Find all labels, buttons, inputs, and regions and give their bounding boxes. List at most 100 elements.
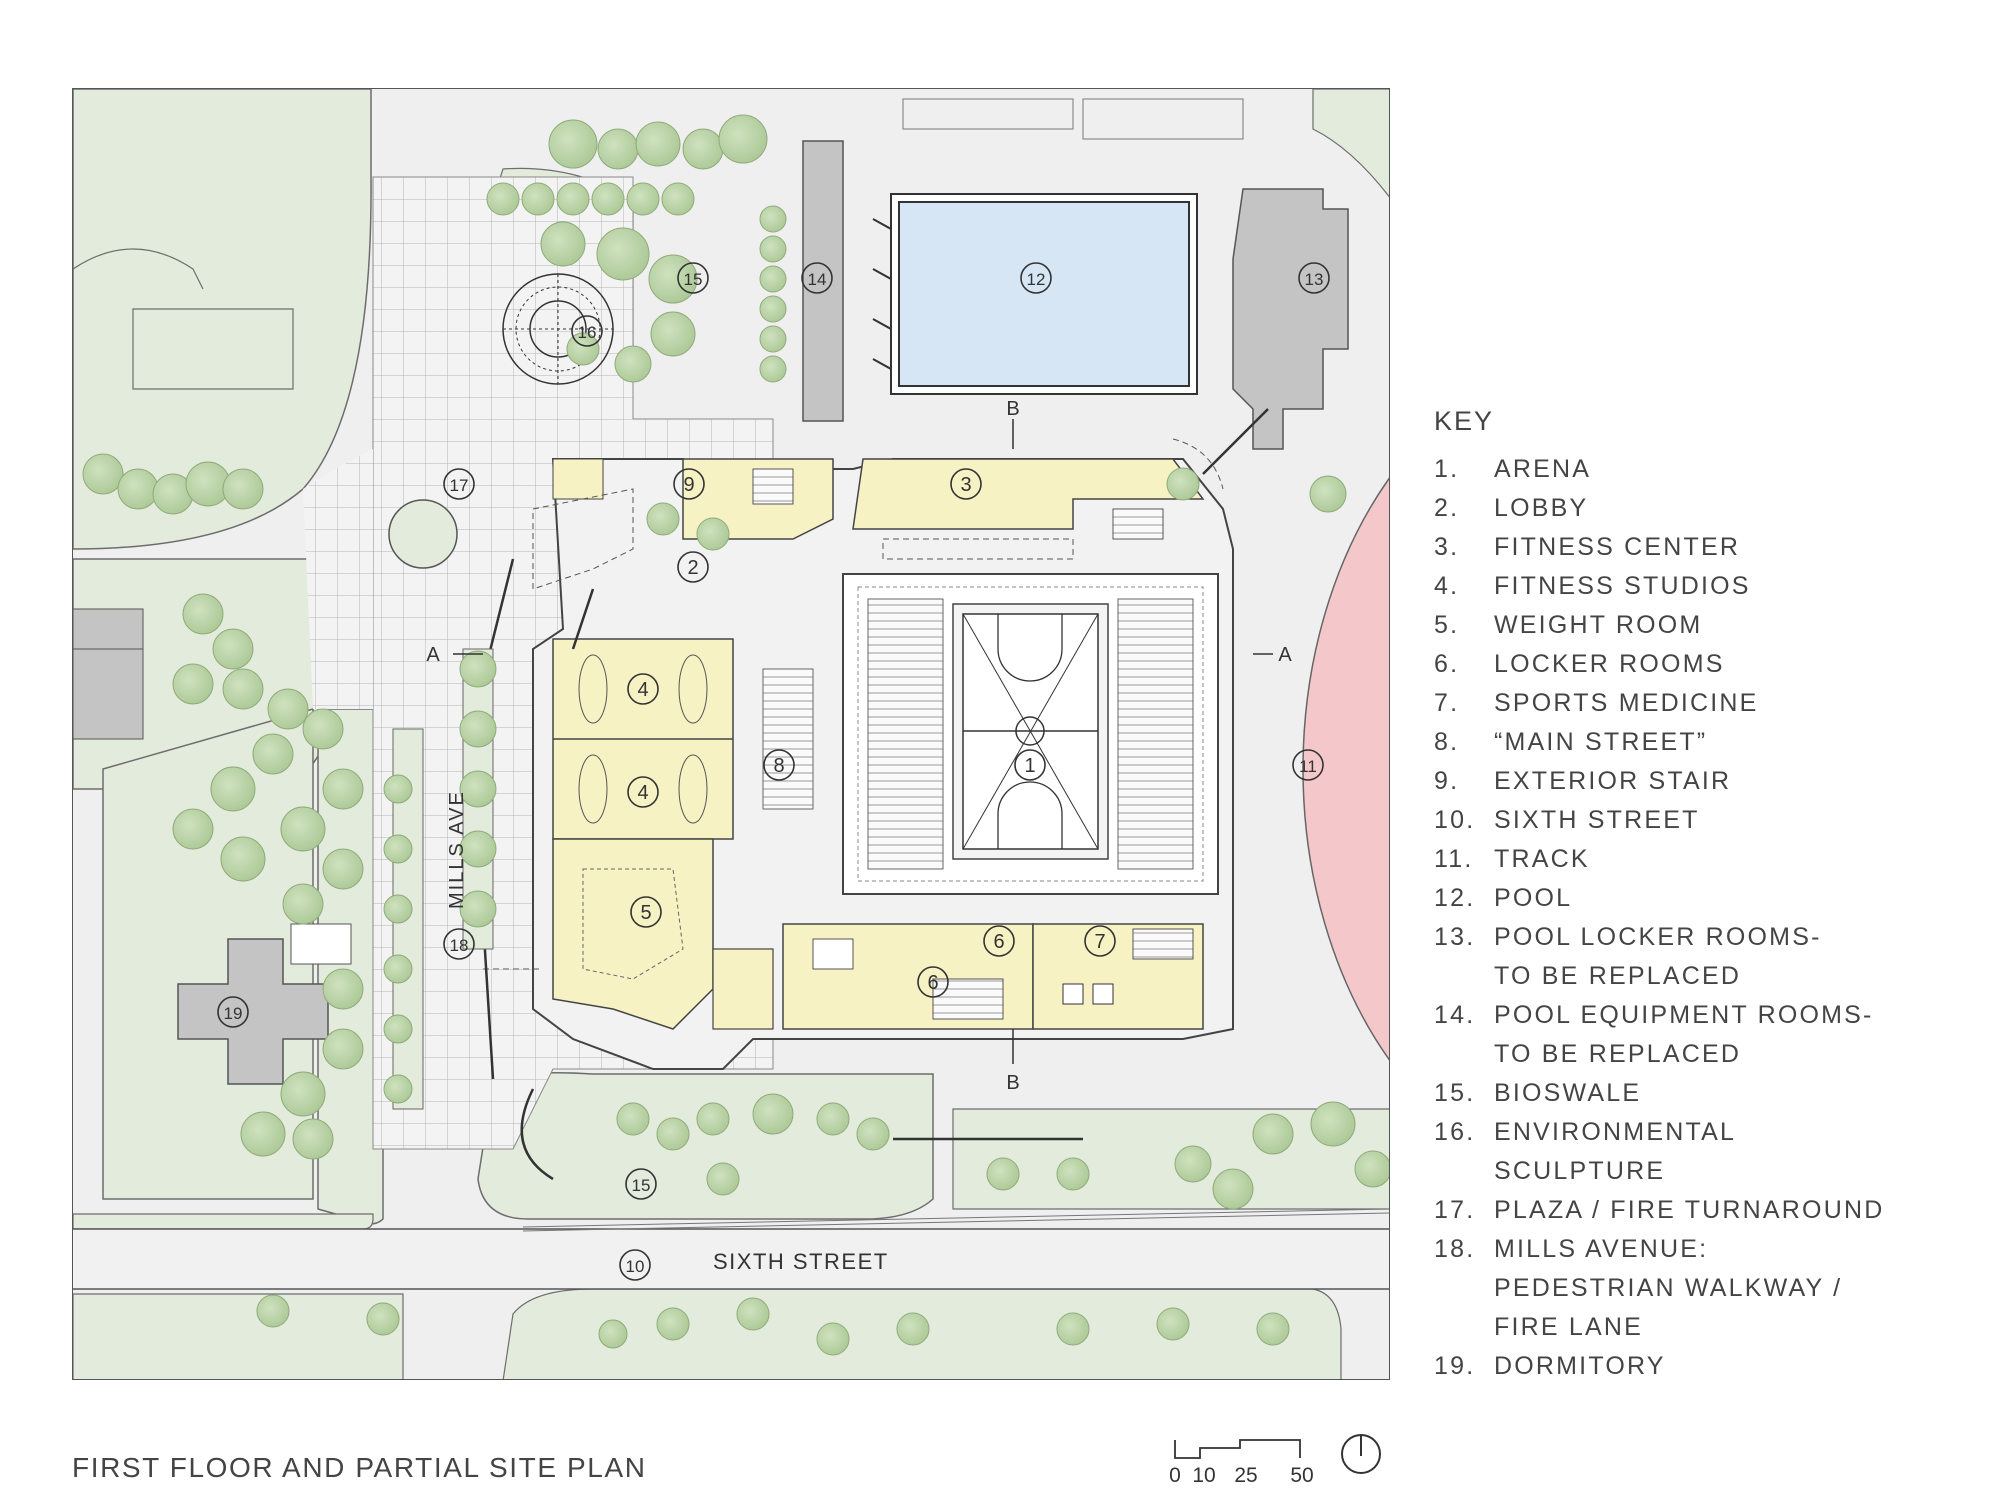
key-item: 6.LOCKER ROOMS <box>1434 645 1884 684</box>
plan-marker-number: 14 <box>808 270 827 289</box>
plan-marker-11: 11 <box>1292 749 1324 781</box>
key-item-number: 8. <box>1434 728 1460 756</box>
key-item: 15. BIOSWALE <box>1434 1074 1884 1113</box>
key-item: 9.EXTERIOR STAIR <box>1434 762 1884 801</box>
plan-marker-14: 14 <box>801 262 833 294</box>
plan-marker-number: 13 <box>1305 270 1324 289</box>
pool <box>872 193 1198 395</box>
plan-marker-15: 15 <box>677 262 709 294</box>
plan-marker-4: 4 <box>627 776 659 808</box>
plan-marker-number: 12 <box>1027 270 1046 289</box>
key-item: 10. SIXTH STREET <box>1434 801 1884 840</box>
plan-marker-circle <box>763 749 795 781</box>
key-item-number: 10. <box>1434 806 1476 834</box>
key-item: 16. ENVIRONMENTAL SCULPTURE <box>1434 1113 1884 1191</box>
plan-marker-number: 19 <box>224 1004 243 1023</box>
key-item-label: FITNESS CENTER <box>1494 533 1741 561</box>
plan-marker-circle <box>625 1168 657 1200</box>
plan-marker-18: 18 <box>443 928 475 960</box>
plan-marker-circle <box>443 928 475 960</box>
track <box>1302 477 1389 1061</box>
plan-marker-number: 2 <box>687 557 698 579</box>
key-item: 3. FITNESS CENTER <box>1434 528 1884 567</box>
key-item-label: LOBBY <box>1494 494 1589 522</box>
plan-marker-circle <box>983 925 1015 957</box>
key-item: 17. PLAZA / FIRE TURNAROUND <box>1434 1191 1884 1230</box>
key-item: 18. MILLS AVENUE: PEDESTRIAN WALKWAY / FI… <box>1434 1230 1884 1347</box>
plan-marker-circle <box>217 996 249 1028</box>
section-a-right-label: A <box>1278 644 1292 666</box>
plan-marker-circle <box>619 1249 651 1281</box>
site-lines <box>481 408 1269 1181</box>
key-item: 1. ARENA <box>1434 450 1884 489</box>
key-item-label: ARENA <box>1494 455 1592 483</box>
key-item-label: FITNESS STUDIOS <box>1494 572 1751 600</box>
plan-marker-number: 4 <box>637 679 648 701</box>
plan-marker-6: 6 <box>983 925 1015 957</box>
key-item: 19.DORMITORY <box>1434 1347 1884 1386</box>
key-item-label: BIOSWALE <box>1494 1079 1642 1107</box>
key-item-number: 17. <box>1434 1196 1476 1224</box>
key-item-label: WEIGHT ROOM <box>1494 611 1703 639</box>
plan-marker-9: 9 <box>673 468 705 500</box>
plan-marker-circle <box>677 262 709 294</box>
key-item-number: 19. <box>1434 1352 1476 1380</box>
plan-marker-16: 16 <box>571 315 603 347</box>
plan-marker-7: 7 <box>1084 925 1116 957</box>
key-item-label: MILLS AVENUE: PEDESTRIAN WALKWAY / FIRE … <box>1494 1235 1843 1341</box>
key-item: 8. “MAIN STREET” <box>1434 723 1884 762</box>
key-item-number: 16. <box>1434 1118 1476 1146</box>
plan-marker-circle <box>1298 262 1330 294</box>
plan-marker-circle <box>677 551 709 583</box>
section-b-top-label: B <box>1006 398 1019 420</box>
plan-marker-number: 7 <box>1094 931 1105 953</box>
key-item-label: “MAIN STREET” <box>1494 728 1708 756</box>
key-item: 12.POOL <box>1434 879 1884 918</box>
key-item-number: 3. <box>1434 533 1460 561</box>
key-item-label: PLAZA / FIRE TURNAROUND <box>1494 1196 1885 1224</box>
plan-marker-6: 6 <box>917 966 949 998</box>
plan-marker-circle <box>917 966 949 998</box>
plan-marker-number: 4 <box>637 782 648 804</box>
plan-marker-circle <box>630 896 662 928</box>
scale-tick-label: 0 <box>1169 1464 1181 1487</box>
plan-marker-5: 5 <box>630 896 662 928</box>
plan-marker-circle <box>801 262 833 294</box>
plan-marker-1: 1 <box>1014 749 1046 781</box>
plan-marker-19: 19 <box>217 996 249 1028</box>
plan-marker-circle <box>443 468 475 500</box>
key-title: KEY <box>1434 406 1495 436</box>
scale-tick-label: 10 <box>1192 1464 1215 1487</box>
key-list: 1. ARENA 2. LOBBY 3. FITNESS CENTER 4. FITNESS … <box>1434 450 1884 1386</box>
plan-marker-circle <box>950 468 982 500</box>
plan-marker-number: 8 <box>773 755 784 777</box>
key-item-number: 9. <box>1434 767 1460 795</box>
plan-marker-number: 6 <box>993 931 1004 953</box>
key-item-label: TRACK <box>1494 845 1590 873</box>
key-item-number: 2. <box>1434 494 1460 522</box>
section-lines <box>453 419 1273 1064</box>
key-item-number: 15. <box>1434 1079 1476 1107</box>
key-item: 4. FITNESS STUDIOS <box>1434 567 1884 606</box>
plan-marker-3: 3 <box>950 468 982 500</box>
plan-marker-8: 8 <box>763 749 795 781</box>
key-item-number: 1. <box>1434 455 1460 483</box>
plan-marker-number: 3 <box>960 474 971 496</box>
key-item-label: SIXTH STREET <box>1494 806 1700 834</box>
key-item-label: ENVIRONMENTAL SCULPTURE <box>1494 1118 1737 1185</box>
key-item-number: 4. <box>1434 572 1460 600</box>
plan-marker-13: 13 <box>1298 262 1330 294</box>
plan-marker-4: 4 <box>627 673 659 705</box>
mills-ave-label: MILLS AVE <box>446 790 468 909</box>
sixth-street-label: SIXTH STREET <box>713 1249 889 1274</box>
key-item-number: 14. <box>1434 1001 1476 1029</box>
key-item-number: 18. <box>1434 1235 1476 1263</box>
plan-marker-17: 17 <box>443 468 475 500</box>
plan-marker-number: 18 <box>450 936 469 955</box>
key-item-label: POOL EQUIPMENT ROOMS- TO BE REPLACED <box>1494 1001 1874 1068</box>
key-item-label: POOL <box>1494 884 1573 912</box>
key-item: 11.TRACK <box>1434 840 1884 879</box>
plan-marker-number: 1 <box>1024 755 1035 777</box>
